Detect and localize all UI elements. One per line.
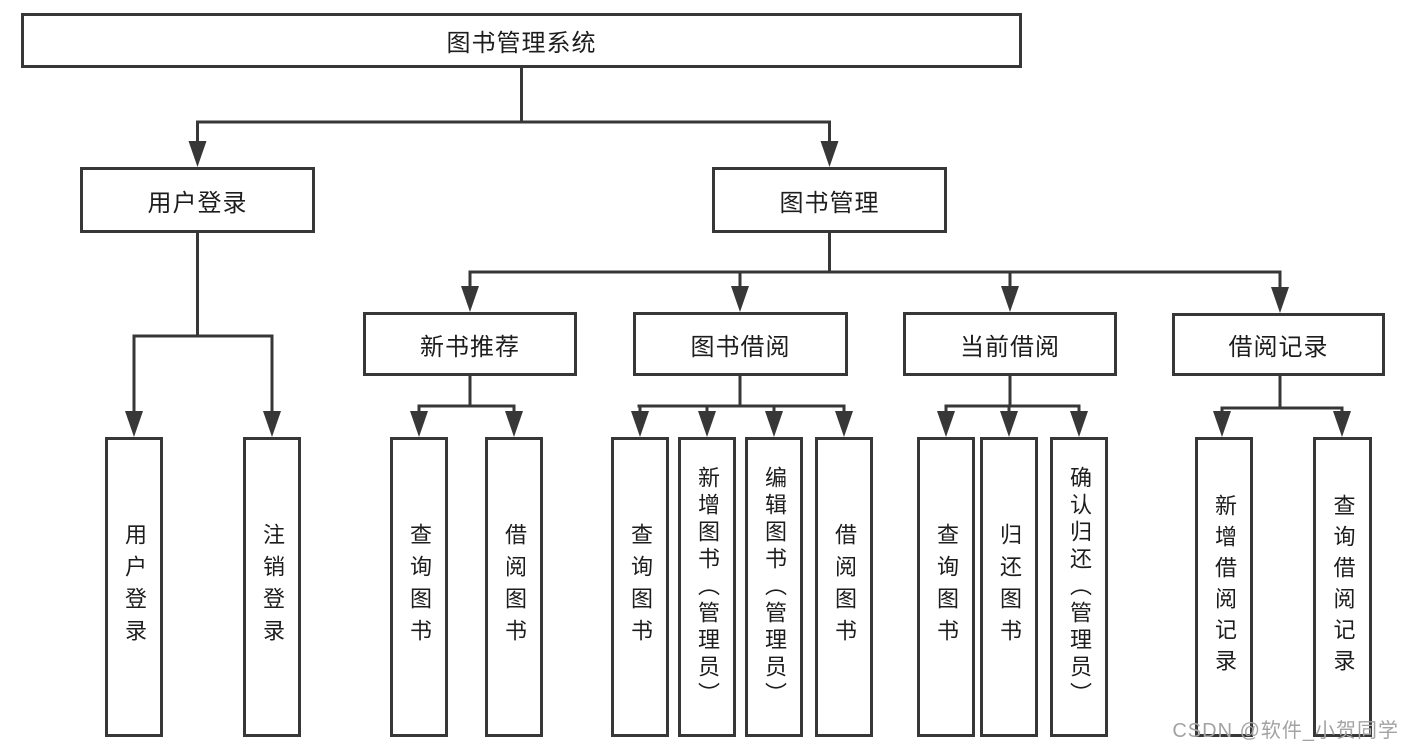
leaf-br-query-record: 查询借阅记录 [1313, 437, 1372, 737]
leaf-user-login-label: 用户登录 [122, 523, 147, 651]
node-user-login-label: 用户登录 [147, 189, 248, 217]
leaf-user-login: 用户登录 [105, 437, 163, 737]
leaf-cb-confirm-return-label: 确认归还（管理员） [1067, 465, 1092, 709]
leaf-bb-query-book-label: 查询图书 [628, 523, 653, 651]
node-book-management-label: 图书管理 [779, 189, 880, 217]
node-current-borrow: 当前借阅 [903, 312, 1117, 376]
leaf-br-add-record: 新增借阅记录 [1195, 437, 1253, 737]
node-borrow-record-label: 借阅记录 [1228, 334, 1329, 361]
leaf-bb-edit-book-label: 编辑图书（管理员） [762, 465, 787, 709]
node-current-borrow-label: 当前借阅 [960, 333, 1060, 361]
node-new-book-recommend-label: 新书推荐 [420, 333, 520, 361]
node-book-management: 图书管理 [712, 167, 947, 233]
leaf-cb-query-book: 查询图书 [917, 437, 975, 737]
leaf-bb-borrow-book: 借阅图书 [815, 437, 873, 737]
node-book-borrow: 图书借阅 [633, 312, 848, 376]
leaf-cb-return-book: 归还图书 [980, 437, 1038, 737]
leaf-rec-borrow-book: 借阅图书 [485, 437, 543, 737]
leaf-logout-label: 注销登录 [260, 523, 285, 651]
leaf-br-add-record-label: 新增借阅记录 [1212, 494, 1237, 680]
leaf-bb-add-book-label: 新增图书（管理员） [695, 465, 720, 709]
watermark-text: CSDN @软件_小贺同学 [1172, 720, 1399, 742]
leaf-cb-confirm-return: 确认归还（管理员） [1050, 437, 1108, 737]
node-new-book-recommend: 新书推荐 [363, 312, 577, 376]
leaf-logout: 注销登录 [243, 437, 301, 737]
leaf-cb-query-book-label: 查询图书 [934, 523, 959, 651]
leaf-bb-borrow-book-label: 借阅图书 [832, 523, 857, 651]
leaf-rec-borrow-book-label: 借阅图书 [502, 523, 527, 651]
node-borrow-record: 借阅记录 [1172, 313, 1385, 376]
leaf-bb-edit-book: 编辑图书（管理员） [745, 437, 803, 737]
node-root-label: 图书管理系统 [446, 30, 597, 57]
leaf-cb-return-book-label: 归还图书 [997, 523, 1022, 651]
node-book-borrow-label: 图书借阅 [690, 333, 791, 361]
node-user-login: 用户登录 [80, 167, 315, 233]
arrowheads [125, 141, 1351, 437]
node-root: 图书管理系统 [21, 13, 1022, 68]
leaf-rec-query-book-label: 查询图书 [407, 523, 432, 651]
leaf-br-query-record-label: 查询借阅记录 [1330, 494, 1356, 680]
leaf-bb-add-book: 新增图书（管理员） [678, 437, 736, 737]
leaf-rec-query-book: 查询图书 [390, 437, 448, 737]
leaf-bb-query-book: 查询图书 [611, 437, 669, 737]
